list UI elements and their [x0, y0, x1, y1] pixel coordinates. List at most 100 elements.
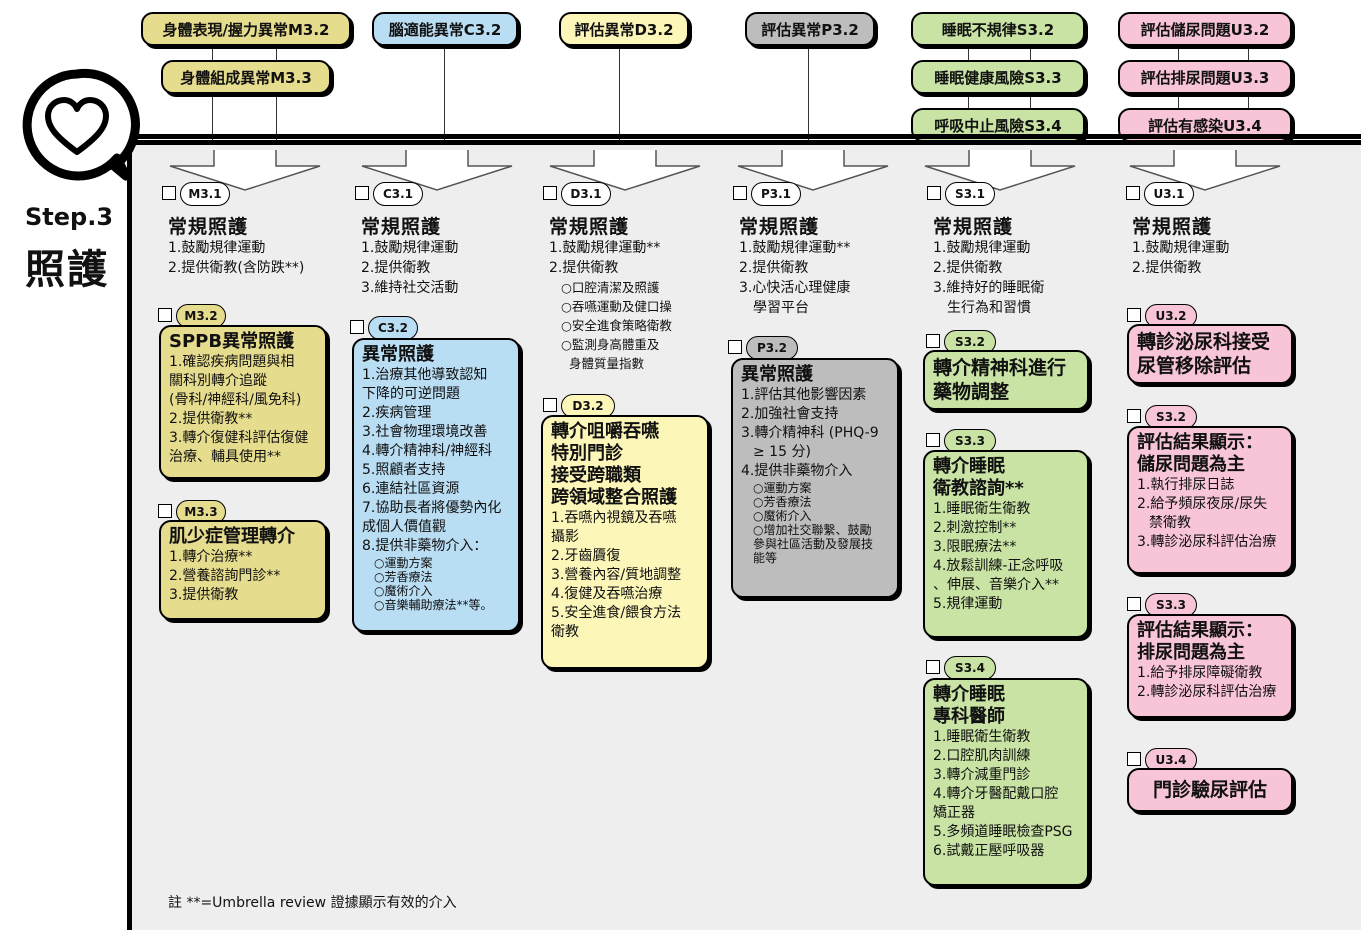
box-s33: 轉介睡眠 衛教諮詢** 1.睡眠衛生衛教 2.刺激控制** 3.限眠療法** 4…: [923, 450, 1089, 638]
checkbox-u34[interactable]: [1127, 597, 1141, 611]
list-item: 3.維持社交活動: [361, 280, 459, 296]
checkbox-p32[interactable]: [728, 340, 742, 354]
sub-item: ○增加社交聯繫、鼓勵: [753, 523, 872, 537]
list-item: 1.鼓勵規律運動**: [739, 240, 851, 256]
sub-item: 身體質量指數: [569, 356, 645, 371]
sub-item: ○吞嚥運動及健口操: [561, 299, 672, 314]
list-item: 1.執行排尿日誌: [1137, 477, 1235, 493]
checkbox-s31[interactable]: [927, 186, 941, 200]
box-c32: 異常照護 1.治療其他導致認知 下降的可逆問題 2.疾病管理 3.社會物理環境改…: [352, 338, 520, 632]
box-u35: 門診驗尿評估: [1127, 768, 1293, 812]
list-item: 3.轉介精神科 (PHQ-9: [741, 425, 879, 441]
list-item: 2.給予頻尿夜尿/尿失: [1137, 496, 1268, 512]
sub-item: 能等: [753, 551, 778, 565]
list-item: 關科別轉介追蹤: [169, 373, 267, 389]
list-item: 1.鼓勵規律運動**: [549, 240, 661, 256]
checkbox-s34[interactable]: [926, 660, 940, 674]
checkbox-u35[interactable]: [1127, 752, 1141, 766]
sub-item: ○口腔清潔及照護: [561, 280, 660, 295]
pill-m32: 身體表現/握力異常M3.2: [141, 12, 351, 46]
routine-title-s: 常規照護: [933, 216, 1014, 238]
box-title: 專科醫師: [933, 706, 1005, 727]
checkbox-m32[interactable]: [158, 308, 172, 322]
list-item: 1.評估其他影響因素: [741, 387, 867, 403]
pill-p32: 評估異常P3.2: [745, 12, 875, 46]
sub-item: ○音樂輔助療法**等。: [374, 598, 493, 612]
list-item: 2.營養諮詢門診**: [169, 568, 281, 584]
list-item: 6.連結社區資源: [362, 481, 460, 497]
list-item: 4.放鬆訓練-正念呼吸: [933, 558, 1064, 574]
routine-list-d: 1.鼓勵規律運動** 2.提供衛教 ○口腔清潔及照護 ○吞嚥運動及健口操 ○安全…: [549, 238, 672, 373]
sub-item: 參與社區活動及發展技: [753, 537, 874, 551]
list-item: 1.鼓勵規律運動: [933, 240, 1031, 256]
header-bar: [127, 134, 1361, 139]
box-title: 衛教諮詢**: [933, 478, 1024, 499]
box-u33: 評估結果顯示： 儲尿問題為主 1.執行排尿日誌 2.給予頻尿夜尿/尿失 禁衛教 …: [1127, 426, 1293, 574]
checkbox-m33[interactable]: [158, 504, 172, 518]
list-item: 1.睡眠衛生衛教: [933, 501, 1031, 517]
list-item: 、伸展、音樂介入**: [933, 577, 1059, 593]
checkbox-c32[interactable]: [350, 320, 364, 334]
box-title: 尿管移除評估: [1137, 355, 1252, 377]
list-item: 7.協助長者將優勢內化: [362, 500, 502, 516]
box-title: 異常照護: [362, 344, 434, 365]
checkbox-u31[interactable]: [1126, 186, 1140, 200]
routine-list-p: 1.鼓勵規律運動** 2.提供衛教 3.心快活心理健康 學習平台: [739, 238, 850, 318]
pill-d32: 評估異常D3.2: [559, 12, 689, 46]
list-item: 1.轉介治療**: [169, 549, 253, 565]
checkbox-u32[interactable]: [1127, 308, 1141, 322]
box-title: 接受跨職類: [551, 465, 641, 486]
list-item: 衛教: [551, 624, 579, 640]
down-arrow-icon: [1129, 150, 1281, 191]
box-title: 門診驗尿評估: [1152, 779, 1267, 801]
list-item: 5.安全進食/餵食方法: [551, 605, 682, 621]
list-item: 4.轉介精神科/神經科: [362, 443, 493, 459]
list-item: 2.提供衛教: [1132, 260, 1202, 276]
checkbox-s33[interactable]: [926, 433, 940, 447]
checkbox-c31[interactable]: [355, 186, 369, 200]
list-item: 3.提供衛教: [169, 587, 239, 603]
checkbox-p31[interactable]: [733, 186, 747, 200]
list-item: 矯正器: [933, 805, 975, 821]
checkbox-d32[interactable]: [543, 398, 557, 412]
list-item: 6.試戴正壓呼吸器: [933, 843, 1045, 859]
checkbox-m31[interactable]: [162, 186, 176, 200]
code-d32: D3.2: [561, 394, 615, 418]
list-item: 5.照顧者支持: [362, 462, 446, 478]
list-item: 2.牙齒贗復: [551, 548, 621, 564]
pill-s33: 睡眠健康風險S3.3: [911, 60, 1085, 94]
checkbox-s32[interactable]: [926, 334, 940, 348]
list-item: 5.多頻道睡眠檢查PSG: [933, 824, 1073, 840]
list-item: 2.提供衛教**: [169, 411, 253, 427]
checkbox-u33[interactable]: [1127, 409, 1141, 423]
routine-title-c: 常規照護: [361, 216, 442, 238]
checkbox-d31[interactable]: [543, 186, 557, 200]
box-title: 評估結果顯示：: [1137, 620, 1263, 641]
list-item: 2.口腔肌肉訓練: [933, 748, 1031, 764]
list-item: 1.吞嚥內視鏡及吞嚥: [551, 510, 677, 526]
box-title: 肌少症管理轉介: [169, 526, 295, 547]
list-item: 1.給予排尿障礙衛教: [1137, 665, 1263, 681]
list-item: 3.心快活心理健康: [739, 280, 851, 296]
code-c31: C3.1: [373, 182, 423, 206]
footnote: 註 **=Umbrella review 證據顯示有效的介入: [168, 895, 457, 911]
list-item: 1.睡眠衛生衛教: [933, 729, 1031, 745]
sub-item: ○運動方案: [374, 556, 433, 570]
down-arrow-icon: [169, 150, 321, 191]
list-item: 2.提供衛教: [549, 260, 619, 276]
sub-item: ○芳香療法: [374, 570, 433, 584]
pill-u32: 評估儲尿問題U3.2: [1118, 12, 1292, 46]
list-item: 1.鼓勵規律運動: [1132, 240, 1230, 256]
step-title: 照護: [25, 247, 109, 293]
list-item: (骨科/神經科/風免科): [169, 392, 302, 408]
routine-title-m: 常規照護: [168, 216, 249, 238]
code-p32: P3.2: [746, 336, 798, 360]
routine-list-c: 1.鼓勵規律運動 2.提供衛教 3.維持社交活動: [361, 238, 458, 298]
code-u31: U3.1: [1144, 182, 1194, 206]
box-m33: 肌少症管理轉介 1.轉介治療** 2.營養諮詢門診** 3.提供衛教: [159, 520, 327, 620]
list-item: 5.規律運動: [933, 596, 1003, 612]
list-item: 生行為和習慣: [947, 300, 1031, 316]
list-item: 3.維持好的睡眠衛: [933, 280, 1045, 296]
code-u34: S3.3: [1145, 593, 1197, 617]
pill-s32: 睡眠不規律S3.2: [911, 12, 1085, 46]
